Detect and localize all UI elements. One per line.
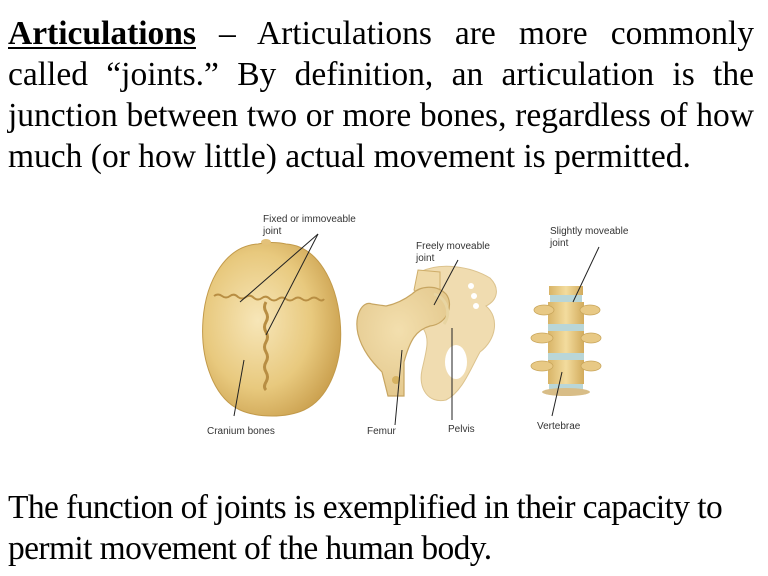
label-vertebrae: Vertebrae xyxy=(537,421,581,432)
vertebrae-illustration xyxy=(530,286,602,396)
label-cranium-bones: Cranium bones xyxy=(207,426,275,437)
label-pelvis: Pelvis xyxy=(448,424,475,435)
label-fixed-joint-line2: joint xyxy=(263,226,282,237)
intro-paragraph: Articulations – Articulations are more c… xyxy=(8,13,754,177)
term-articulations: Articulations xyxy=(8,15,196,52)
label-fixed-joint-line1: Fixed or immoveable xyxy=(263,214,356,225)
label-slightly-joint-line1: Slightly moveable xyxy=(550,226,629,237)
label-femur: Femur xyxy=(367,426,396,437)
label-slightly-joint-line2: joint xyxy=(550,238,569,249)
intro-text: – Articulations are more commonly called… xyxy=(8,15,754,175)
cranium-illustration xyxy=(202,239,342,417)
label-freely-joint-line1: Freely moveable xyxy=(416,241,490,252)
label-freely-joint-line2: joint xyxy=(416,253,435,264)
hip-illustration xyxy=(356,265,497,402)
conclusion-paragraph: The function of joints is exemplified in… xyxy=(8,489,723,567)
